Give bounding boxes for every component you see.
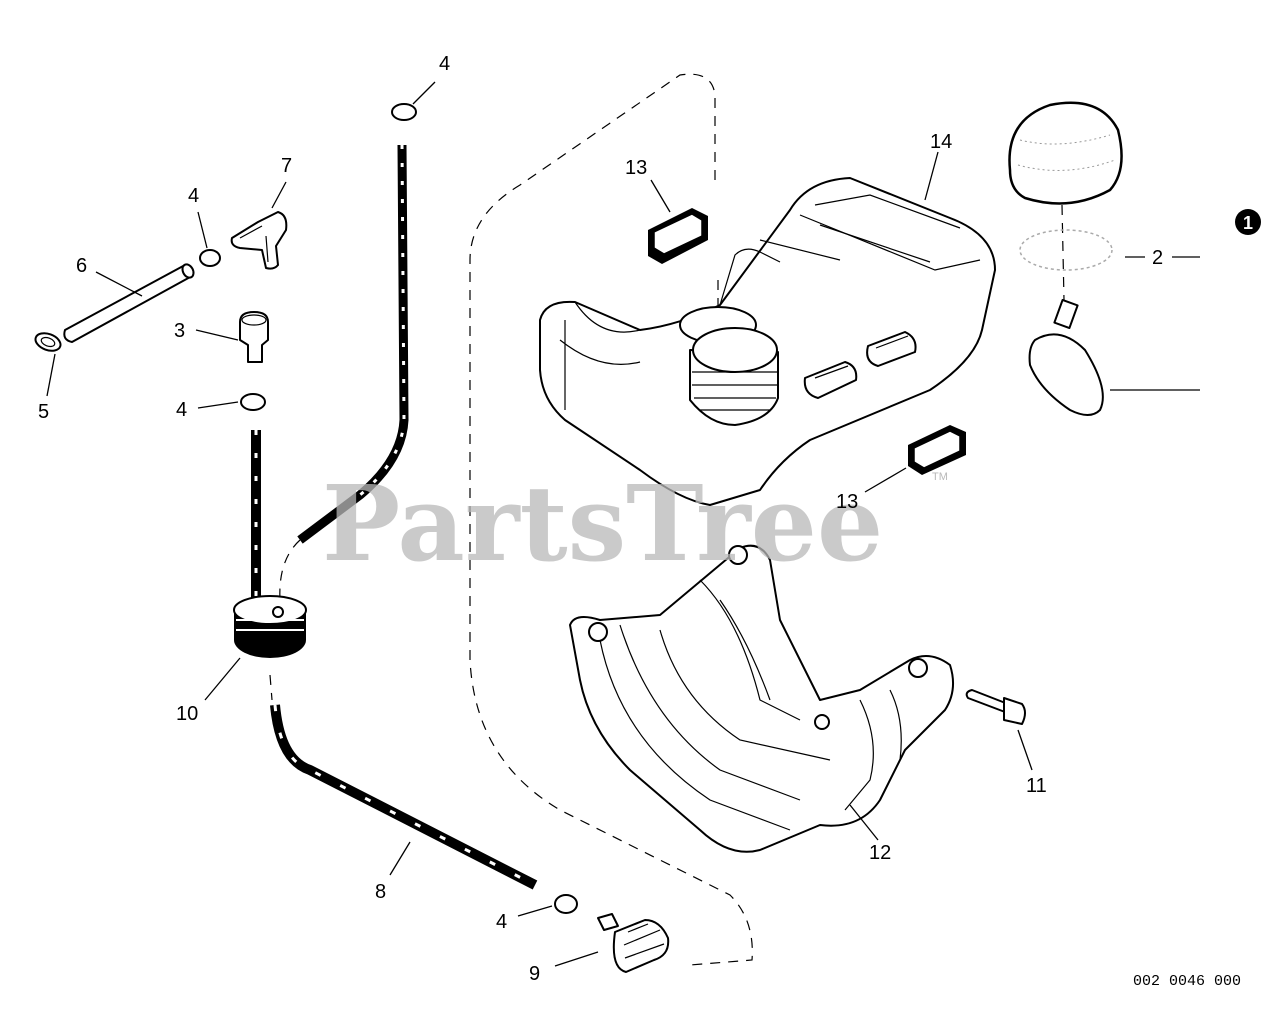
callout-6: 6 xyxy=(76,255,87,277)
kit-badge-number: 1 xyxy=(1243,213,1253,233)
callout-14: 14 xyxy=(930,131,952,153)
o-ring-fitting xyxy=(240,393,266,411)
callout-4-elbow: 4 xyxy=(188,185,199,207)
callout-12: 12 xyxy=(869,842,891,864)
grommet-10 xyxy=(233,595,307,658)
drawing-code: 002 0046 000 xyxy=(1133,973,1241,990)
o-ring-elbow xyxy=(199,249,221,267)
callout-4-filter: 4 xyxy=(496,911,507,933)
fuel-cap-assembly xyxy=(1008,101,1123,416)
callout-4-top: 4 xyxy=(439,53,450,75)
grommet-13-upper xyxy=(648,208,708,264)
elbow-7 xyxy=(230,211,288,270)
callout-7: 7 xyxy=(281,155,292,177)
callout-2: 2 xyxy=(1152,247,1163,269)
callout-8: 8 xyxy=(375,881,386,903)
watermark-text: PartsTree xyxy=(322,462,883,585)
fuel-line-lower xyxy=(269,674,538,890)
grommet-top xyxy=(391,103,417,121)
screw-11 xyxy=(965,689,1026,725)
fuel-line-upper xyxy=(279,144,409,601)
callout-10: 10 xyxy=(176,703,198,725)
callout-11: 11 xyxy=(1026,775,1047,797)
fitting-3 xyxy=(239,311,269,363)
callout-13-upper: 13 xyxy=(625,157,647,179)
kit-badge: 1 xyxy=(1235,209,1261,235)
callout-9: 9 xyxy=(529,963,540,985)
callout-4-fitting: 4 xyxy=(176,399,187,421)
mount-bracket-12 xyxy=(569,544,955,853)
o-ring-filter xyxy=(554,894,578,914)
tube-6 xyxy=(63,263,195,343)
leader-lines xyxy=(46,81,1200,967)
clip-5 xyxy=(34,332,62,352)
callout-5: 5 xyxy=(38,401,49,423)
callout-13-lower: 13 xyxy=(836,491,858,513)
watermark-tm: TM xyxy=(932,471,948,483)
grommet-13-lower xyxy=(908,425,966,475)
assembly-outline xyxy=(469,73,753,966)
callout-3: 3 xyxy=(174,320,185,342)
fuel-filter-9 xyxy=(597,913,670,973)
fuel-tank-14 xyxy=(539,177,996,506)
